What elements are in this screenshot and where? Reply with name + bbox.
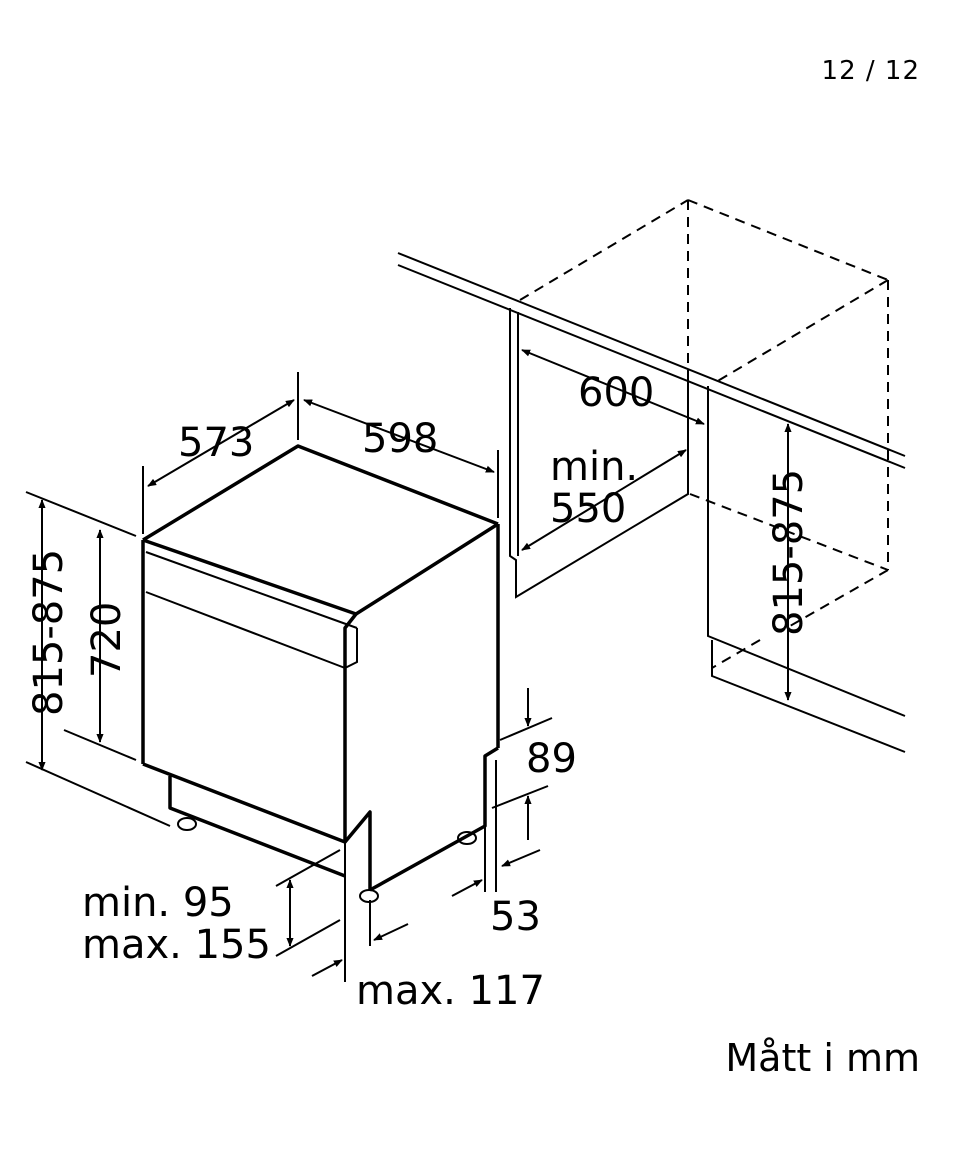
plinth-height-max-label: max. 155	[82, 922, 271, 968]
recess-arrow-left	[451, 879, 483, 897]
plinth-height-min-label: min. 95	[82, 880, 234, 926]
niche-floor-front-edge	[711, 639, 761, 669]
countertop-line-lower	[397, 264, 906, 469]
niche-depth-label: 600	[578, 370, 654, 416]
niche-top-left-edge	[519, 199, 689, 301]
plinth-recess-label: 53	[490, 894, 541, 940]
total-height-label: 815-875	[26, 549, 72, 716]
body-height-label: 720	[84, 602, 130, 678]
ext-body-bottom	[63, 729, 137, 761]
niche-top-back-edge	[687, 199, 889, 281]
foot-offset-arrow-left	[311, 959, 343, 977]
units-note: Mått i mm	[725, 1036, 920, 1080]
niche-top-right-edge	[715, 279, 889, 383]
niche-depth-arrow	[521, 349, 705, 425]
cabinet-niche	[397, 199, 906, 753]
ext-plinth-bottom	[491, 785, 549, 809]
niche-min-value: 550	[550, 486, 626, 532]
dimension-labels: 573 598 600 min. 550 815-875 815-875 720…	[26, 370, 812, 1014]
dishwasher-body	[141, 444, 500, 903]
left-cabinet-panel	[509, 308, 689, 599]
foot-back-right	[457, 831, 477, 845]
foot-front-left	[177, 817, 197, 831]
right-cabinet-plinth	[711, 640, 906, 753]
niche-floor-right-edge	[789, 569, 889, 627]
depth-arrow	[147, 399, 295, 487]
right-cabinet-panel	[707, 386, 906, 717]
ext-plinth-min	[275, 849, 341, 887]
ext-plinth-max	[275, 919, 341, 957]
width-arrow	[303, 399, 495, 473]
plinth-offset-label: 89	[526, 736, 577, 782]
recess-arrow-right	[501, 849, 541, 867]
countertop-line-upper	[397, 252, 906, 457]
ext-plinth-top	[499, 717, 553, 741]
dishwasher-base-front	[343, 810, 372, 890]
niche-min-depth-arrow	[521, 449, 687, 551]
control-panel-line	[145, 551, 358, 629]
ext-floor	[25, 761, 171, 827]
niche-height-label: 815-875	[766, 469, 812, 636]
foot-offset-label: max. 117	[356, 968, 545, 1014]
niche-min-label: min.	[550, 444, 638, 490]
page-indicator: 12 / 12	[821, 56, 920, 86]
door-top-line	[145, 591, 346, 669]
dishwasher-top-edges	[142, 444, 499, 542]
width-label: 598	[362, 416, 438, 462]
dishwasher-front-panel	[142, 612, 358, 844]
dimension-arrows	[38, 349, 792, 977]
control-panel-corner	[344, 628, 358, 669]
foot-offset-arrow-right	[373, 923, 409, 941]
dishwasher-top-front-edges	[142, 522, 499, 616]
dishwasher-base-left	[168, 776, 346, 878]
extension-lines	[25, 372, 553, 982]
dishwasher-base-right	[369, 746, 499, 892]
depth-label: 573	[178, 420, 254, 466]
